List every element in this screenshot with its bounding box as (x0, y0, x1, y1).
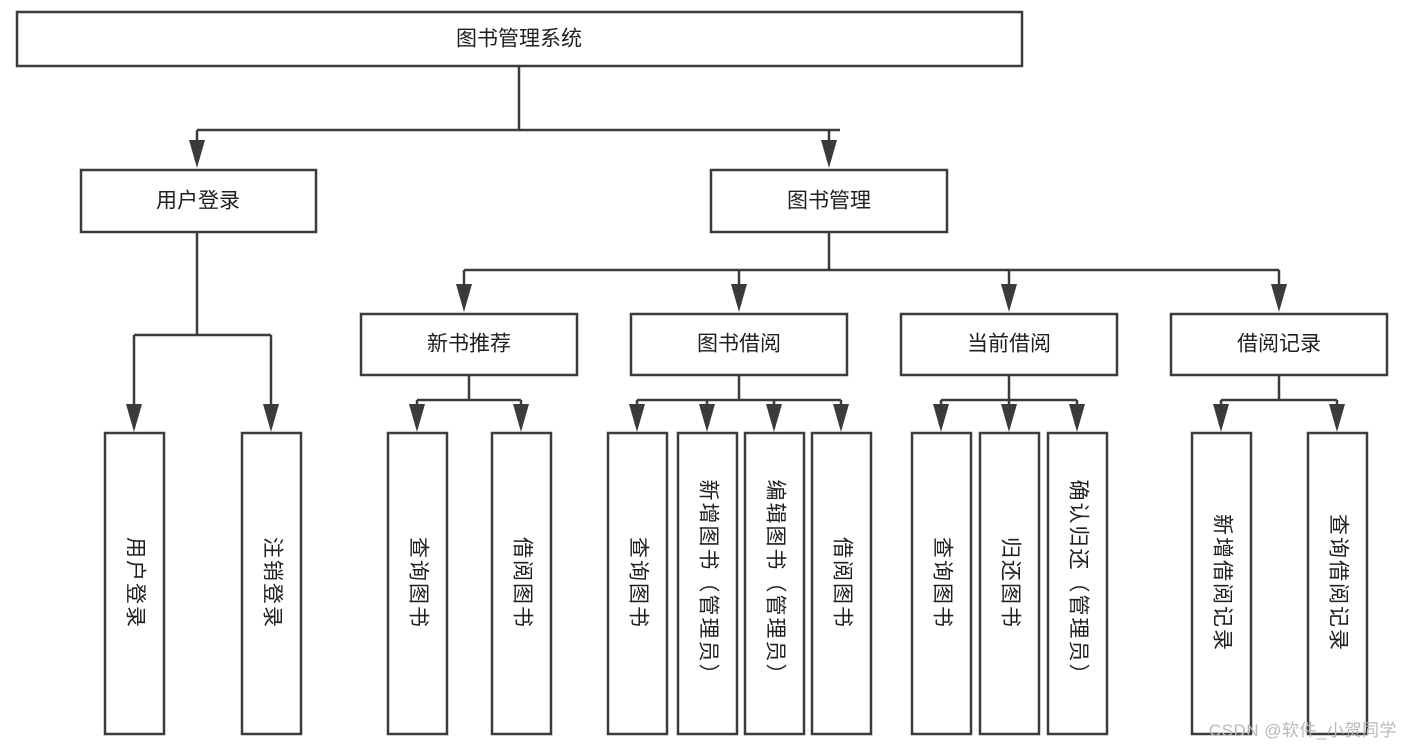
arrow-head-icon (1001, 284, 1017, 312)
arrow-head-icon (833, 404, 849, 432)
node-leaf-return-book[interactable]: 归还图书 (978, 431, 1041, 736)
node-leaf-logout[interactable]: 注销登录 (240, 431, 303, 736)
node-borrow-record-label: 借阅记录 (1237, 333, 1321, 356)
node-leaf-query-book-3[interactable]: 查询图书 (910, 431, 973, 736)
node-leaf-borrow-book-2[interactable]: 借阅图书 (810, 431, 873, 736)
node-new-book-recommend[interactable]: 新书推荐 (359, 312, 579, 377)
arrow-head-icon (513, 404, 529, 432)
arrow-head-icon (933, 404, 949, 432)
node-user-login-label: 用户登录 (156, 190, 240, 213)
arrow-head-icon (1271, 284, 1287, 312)
connector-currentborrow-to-leaves (933, 375, 1085, 432)
node-leaf-query-record-label: 查询借阅记录 (1326, 514, 1349, 652)
node-user-login[interactable]: 用户登录 (79, 168, 318, 234)
node-leaf-add-book-label: 新增图书（管理员） (696, 480, 719, 687)
arrow-head-icon (126, 404, 142, 432)
connector-record-to-leaves (1213, 375, 1345, 432)
arrow-head-icon (409, 404, 425, 432)
node-leaf-add-book[interactable]: 新增图书（管理员） (676, 431, 739, 736)
connector-userlogin-to-leaves (126, 232, 279, 432)
node-leaf-query-book-2-label: 查询图书 (626, 537, 649, 629)
node-book-management[interactable]: 图书管理 (709, 168, 949, 234)
node-leaf-query-book-1[interactable]: 查询图书 (386, 431, 449, 736)
arrow-head-icon (1213, 404, 1229, 432)
node-root-label: 图书管理系统 (456, 28, 582, 51)
arrow-head-icon (821, 140, 837, 168)
connector-root-to-level2 (189, 66, 840, 168)
node-leaf-borrow-book-1-label: 借阅图书 (510, 537, 533, 629)
node-leaf-confirm-return-label: 确认归还（管理员） (1066, 480, 1089, 687)
node-leaf-query-book-1-label: 查询图书 (406, 537, 429, 629)
node-leaf-query-book-3-label: 查询图书 (930, 537, 953, 629)
node-book-borrow-label: 图书借阅 (697, 333, 781, 356)
arrow-head-icon (629, 404, 645, 432)
connector-bookmgmt-to-level3 (456, 232, 1287, 312)
node-leaf-borrow-book-1[interactable]: 借阅图书 (490, 431, 553, 736)
node-new-book-recommend-label: 新书推荐 (427, 333, 511, 356)
arrow-head-icon (766, 404, 782, 432)
arrow-head-icon (1329, 404, 1345, 432)
node-leaf-edit-book[interactable]: 编辑图书（管理员） (743, 431, 806, 736)
arrow-head-icon (1069, 404, 1085, 432)
node-leaf-logout-label: 注销登录 (260, 537, 283, 629)
node-root[interactable]: 图书管理系统 (15, 10, 1024, 68)
node-current-borrow-label: 当前借阅 (967, 333, 1051, 356)
node-leaf-edit-book-label: 编辑图书（管理员） (763, 480, 786, 687)
node-leaf-add-record-label: 新增借阅记录 (1210, 514, 1233, 652)
arrow-head-icon (1001, 404, 1017, 432)
node-leaf-borrow-book-2-label: 借阅图书 (830, 537, 853, 629)
node-borrow-record[interactable]: 借阅记录 (1169, 312, 1389, 377)
connector-borrow-to-leaves (629, 375, 849, 432)
node-leaf-query-book-2[interactable]: 查询图书 (606, 431, 669, 736)
node-book-management-label: 图书管理 (787, 190, 871, 213)
arrow-head-icon (731, 284, 747, 312)
connector-newbook-to-leaves (409, 375, 529, 432)
node-leaf-query-record[interactable]: 查询借阅记录 (1306, 431, 1369, 736)
arrow-head-icon (263, 404, 279, 432)
node-leaf-return-book-label: 归还图书 (998, 537, 1021, 629)
arrow-head-icon (456, 284, 472, 312)
node-leaf-user-login[interactable]: 用户登录 (103, 431, 166, 736)
arrow-head-icon (189, 140, 205, 168)
arrow-head-icon (699, 404, 715, 432)
node-leaf-user-login-label: 用户登录 (123, 537, 146, 629)
node-leaf-confirm-return[interactable]: 确认归还（管理员） (1046, 431, 1109, 736)
node-leaf-add-record[interactable]: 新增借阅记录 (1190, 431, 1253, 736)
node-book-borrow[interactable]: 图书借阅 (629, 312, 849, 377)
node-current-borrow[interactable]: 当前借阅 (899, 312, 1119, 377)
watermark-text: CSDN @软件_小贺同学 (1208, 721, 1397, 740)
